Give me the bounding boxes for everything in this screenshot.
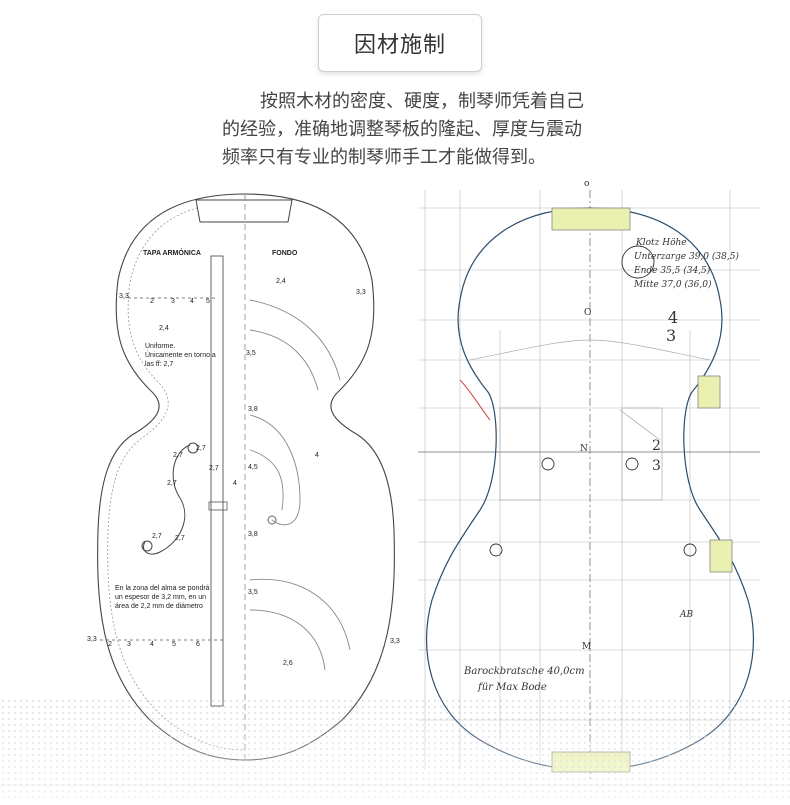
val-27-f: 2,7 [175,535,185,542]
hand-bottom-1: Barockbratsche 40,0cm [464,666,585,677]
val-33-d: 3,3 [390,638,400,645]
mark-top-o: o [584,179,590,189]
val-4-b: 4 [233,480,237,487]
note-uniform-2: Únicamente en torno a [145,352,216,359]
ruler-top-3: 4 [190,298,194,305]
val-24-b: 2,4 [276,278,286,285]
val-27-e: 2,7 [152,533,162,540]
val-38-b: 3,8 [248,531,258,538]
intro-line-3: 频率只有专业的制琴师手工才能做得到。 [222,147,546,168]
val-45: 4,5 [248,464,258,471]
val-24-a: 2,4 [159,325,169,332]
ruler-bottom-5: 6 [196,641,200,648]
intro-line-2: 的经验，准确地调整琴板的隆起、厚度与震动 [222,119,582,140]
val-26: 2,6 [283,660,293,667]
mark-m: M [582,642,592,652]
note-uniform-1: Uniforme. [145,343,176,350]
hand-bottom-2: für Max Bode [478,682,547,693]
note-soundpost-3: área de 2,2 mm de diámetro [115,603,203,610]
intro-paragraph: 按照木材的密度、硬度，制琴师凭着自己 的经验，准确地调整琴板的隆起、厚度与震动 … [222,88,632,172]
ruler-top-2: 3 [171,298,175,305]
fraction-top: 4 [668,308,679,327]
val-33-b: 3,3 [356,289,366,296]
hand-klotz-2: Ende 35,5 (34,5) [634,266,711,276]
mark-n: N [580,444,588,454]
val-27-c: 2,7 [167,480,177,487]
ruler-bottom-3: 4 [150,641,154,648]
fraction2-bottom: 3 [652,458,661,474]
val-4-a: 4 [315,452,319,459]
mark-ab: AB [680,610,694,620]
label-tapa: TAPA ARMÓNICA [143,250,201,257]
label-fondo: FONDO [272,250,298,257]
ruler-bottom-4: 5 [172,641,176,648]
fraction-bottom: 3 [666,326,677,345]
val-33-c: 3,3 [87,636,97,643]
fraction2-top: 2 [652,438,661,454]
ruler-bottom-1: 2 [108,641,112,648]
hand-klotz-title: Klotz Höhe [636,238,687,248]
val-35-a: 3,5 [246,350,256,357]
mark-o: O [584,308,592,318]
right-grid [418,190,760,770]
note-uniform-3: las ff: 2,7 [145,361,174,368]
hand-klotz-3: Mitte 37,0 (36,0) [634,280,712,290]
intro-line-1: 按照木材的密度、硬度，制琴师凭着自己 [260,91,584,112]
left-outline [97,193,395,761]
val-38-a: 3,8 [248,406,258,413]
val-27-d: 2,7 [209,465,219,472]
val-27-a: 2,7 [196,445,206,452]
section-title: 因材施制 [318,14,482,72]
val-35-b: 3,5 [248,589,258,596]
note-soundpost-2: un espesor de 3,2 mm, en un [115,594,207,601]
ruler-top-1: 2 [150,298,154,305]
rulers [100,297,225,641]
hand-klotz-1: Unterzarge 39,0 (38,5) [634,252,739,262]
ruler-top-4: 5 [206,298,210,305]
val-27-b: 2,7 [173,452,183,459]
back-contours [249,299,351,671]
note-soundpost-1: En la zona del alma se pondrá [115,585,210,592]
val-33-a: 3,3 [119,293,129,300]
dotted-band-fade [0,698,790,801]
ruler-bottom-2: 3 [127,641,131,648]
